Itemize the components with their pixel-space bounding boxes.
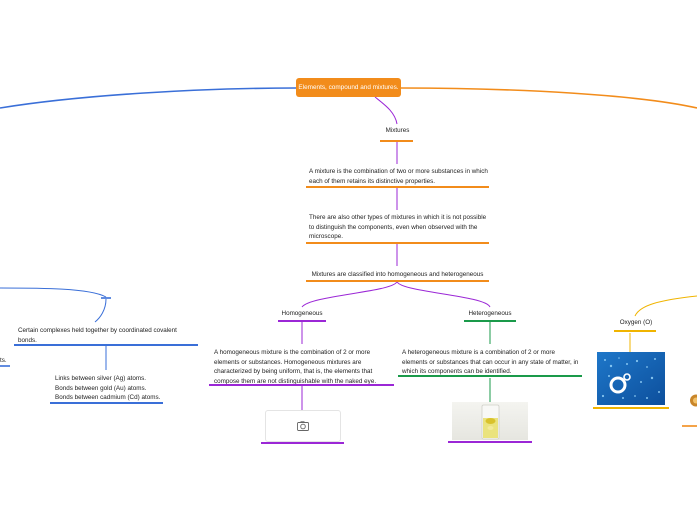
connector-root-mixtures [374,96,398,125]
homogeneous-desc-underline [209,384,394,386]
mixture-definition[interactable]: A mixture is the combination of two or m… [309,168,488,185]
left-cut-text[interactable]: ts. [0,357,7,364]
heterogeneous-description[interactable]: A heterogeneous mixture is a combination… [402,349,579,375]
root-node[interactable]: Elements, compound and mixtures. [296,78,401,97]
mixtures-underline [380,140,413,142]
oxygen-image[interactable] [597,352,665,405]
link-gold: Bonds between gold (Au) atoms. [55,384,147,392]
homogeneous-image-underline [261,442,344,444]
camera-icon [297,421,309,431]
link-silver: Links between silver (Ag) atoms. [55,375,146,382]
homogeneous-node[interactable]: Homogeneous [281,310,323,317]
homogeneous-image-placeholder[interactable] [265,410,341,442]
oxygen-underline [614,330,656,332]
oxygen-image-underline [593,407,669,409]
links-underline [50,402,163,404]
link-cadmium: Bonds between cadmium (Cd) atoms. [55,394,161,401]
right-cut-image[interactable] [688,394,697,407]
heterogeneous-underline [464,320,516,322]
homogeneous-underline [278,320,326,322]
beaker-photo [452,402,528,440]
heterogeneous-image[interactable] [452,402,528,440]
connector-root-right [400,87,697,109]
heterogeneous-desc-underline [398,375,582,377]
mixtures-node[interactable]: Mixtures [385,127,410,134]
mixture-other-underline [306,242,489,244]
mixture-other-types[interactable]: There are also other types of mixtures i… [309,214,487,240]
links-node[interactable]: Links between silver (Ag) atoms. Bonds b… [55,374,165,403]
homogeneous-description[interactable]: A homogeneous mixture is the combination… [214,349,377,385]
cut-photo [690,394,697,407]
complexes-underline [14,344,198,346]
complexes-node[interactable]: Certain complexes held together by coord… [18,327,177,344]
heterogeneous-image-underline [448,441,532,443]
oxygen-photo [597,352,665,405]
mixture-classification-underline [306,280,489,282]
mixture-classification[interactable]: Mixtures are classified into homogeneous… [311,271,484,278]
oxygen-node[interactable]: Oxygen (O) [619,319,653,326]
connector-root-left [0,87,297,109]
heterogeneous-node[interactable]: Heterogeneous [468,310,512,317]
mixture-definition-underline [306,186,489,188]
